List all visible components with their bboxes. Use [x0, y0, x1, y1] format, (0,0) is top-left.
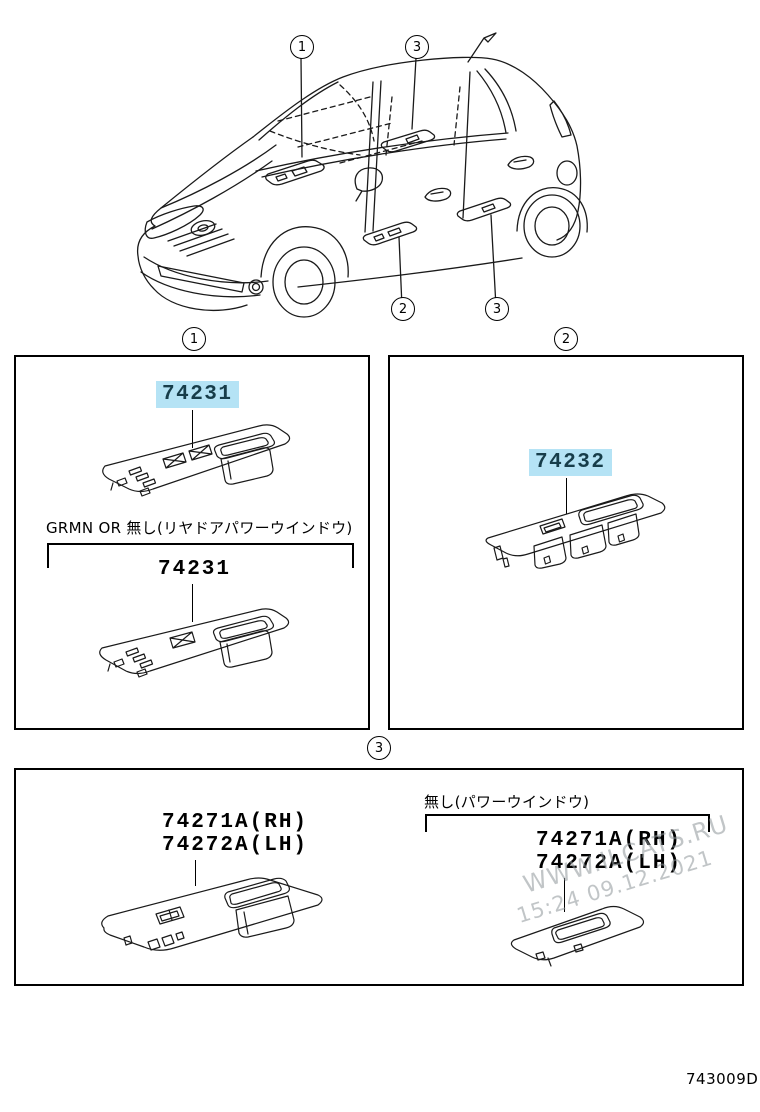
section-1-callout: 1 — [182, 327, 206, 351]
leader-line — [490, 214, 497, 308]
part-number-74271a-right: 74271A(RH) 74272A(LH) — [536, 829, 682, 875]
panel-74231-master-drawing — [102, 424, 291, 497]
leader-line — [195, 860, 197, 886]
doc-number: 743009D — [686, 1070, 759, 1088]
grouping-bracket — [425, 814, 710, 832]
callout-circle-1: 1 — [290, 35, 314, 59]
panel-74232-drawing — [485, 493, 666, 569]
car-illustration — [136, 32, 588, 318]
section-2-callout: 2 — [554, 327, 578, 351]
section-3-callout: 3 — [367, 736, 391, 760]
part-number-line-lh: 74272A(LH) — [536, 852, 683, 876]
leader-line — [398, 236, 403, 308]
leader-line — [566, 478, 568, 514]
grouping-bracket — [47, 543, 354, 568]
car-switch-panel-front-door — [265, 159, 325, 186]
spec-text-power-window: 無し(パワーウインドウ) — [424, 793, 590, 811]
panel-74231-alt-drawing — [99, 608, 290, 678]
section-box-3 — [14, 768, 744, 986]
leader-line — [300, 57, 303, 158]
leader-line — [192, 410, 194, 448]
part-number-74232-highlighted[interactable]: 74232 — [529, 449, 612, 477]
part-number-line-rh: 74271A(RH) — [536, 829, 683, 852]
leader-line — [192, 584, 194, 622]
part-number-74231-alt: 74231 — [158, 558, 232, 581]
panel-74271a-plain-drawing — [510, 905, 645, 967]
part-number-74231-highlighted[interactable]: 74231 — [156, 381, 239, 409]
car-switch-panel-rear-interior — [380, 129, 436, 153]
car-switch-panel-front-lower — [362, 221, 418, 246]
part-number-line-lh: 74272A(LH) — [162, 834, 309, 858]
part-number-line-rh: 74271A(RH) — [162, 811, 309, 834]
part-number-74271a-left: 74271A(RH) 74272A(LH) — [162, 811, 308, 857]
car-switch-panel-rear-lower — [456, 197, 512, 222]
leader-line — [564, 878, 566, 912]
panel-74271a-drawing — [101, 877, 323, 951]
leader-line — [411, 57, 417, 130]
callout-circle-2: 2 — [391, 297, 415, 321]
callout-circle-3-bottom: 3 — [485, 297, 509, 321]
callout-circle-3-top: 3 — [405, 35, 429, 59]
spec-text-grmn: GRMN OR 無し(リヤドアパワーウインドウ) — [46, 519, 353, 537]
